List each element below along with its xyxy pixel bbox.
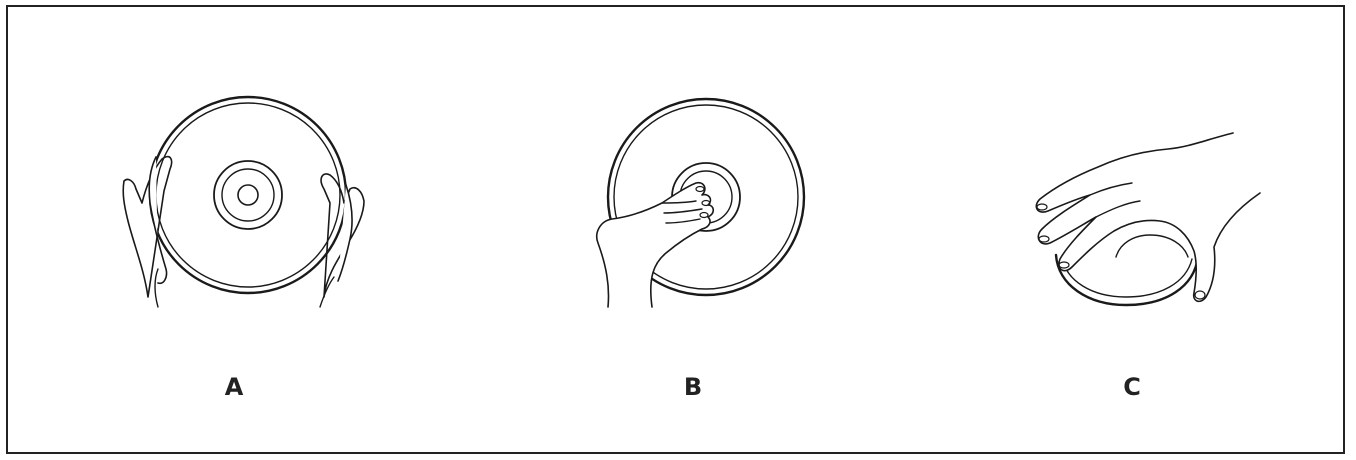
disc-hub-ring [214,161,282,229]
disc-hub-arc [1116,235,1188,257]
panel-c: C [908,7,1338,447]
disc-pressed-at-center-illustration [458,7,858,447]
panel-b: B [458,7,858,447]
disc-rim [1062,257,1192,297]
disc-center-hole [238,185,258,205]
panel-a: A [8,7,408,447]
figure-frame: A B [6,5,1345,454]
gripping-hand [1036,133,1260,301]
disc-outer-edge [150,97,346,293]
panel-label-c: C [1102,373,1162,401]
panel-label-a: A [204,373,264,401]
disc-hub-inner-ring [222,169,274,221]
panel-label-b: B [663,373,723,401]
disc-rim [156,103,340,287]
